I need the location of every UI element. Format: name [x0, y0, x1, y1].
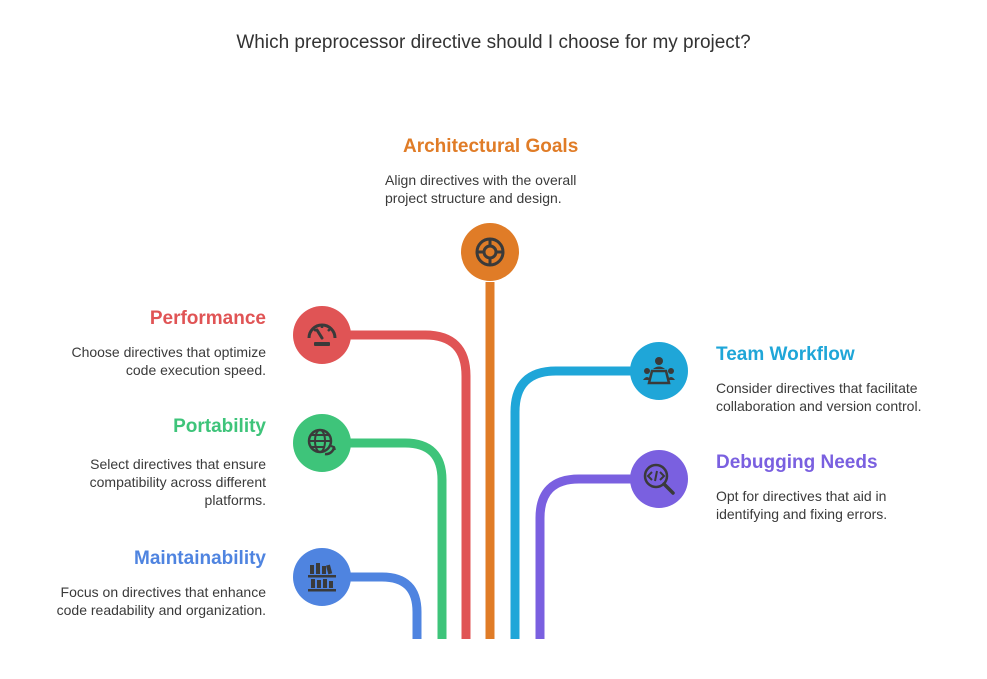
connector-team	[510, 366, 635, 639]
code-search-icon	[643, 463, 675, 495]
team-workflow-title: Team Workflow	[716, 344, 855, 365]
connector-portability	[350, 438, 447, 639]
team-workflow-desc: Consider directives that facilitate coll…	[716, 380, 922, 414]
speedometer-icon	[307, 323, 337, 346]
maintainability-node	[293, 548, 351, 606]
architectural-goals-title: Architectural Goals	[403, 136, 579, 157]
performance-node	[293, 306, 351, 364]
maintainability-title: Maintainability	[134, 548, 266, 569]
team-icon	[643, 357, 675, 385]
debugging-needs-title: Debugging Needs	[716, 452, 878, 473]
portability-node	[293, 414, 351, 472]
books-icon	[308, 563, 336, 592]
connector-maintainability	[350, 572, 422, 639]
debugging-needs-desc: Opt for directives that aid in identifyi…	[716, 488, 888, 522]
target-icon	[475, 237, 505, 267]
connector-performance	[350, 330, 471, 639]
portability-title: Portability	[173, 416, 266, 437]
page-title: Which preprocessor directive should I ch…	[236, 32, 751, 53]
globe-icon	[307, 428, 336, 456]
maintainability-desc: Focus on directives that enhance code re…	[56, 584, 266, 618]
team-workflow-node	[630, 342, 688, 400]
architectural-goals-desc: Align directives with the overall projec…	[385, 172, 577, 206]
connector-debugging	[535, 474, 635, 639]
architectural-goals-node	[461, 223, 519, 281]
debugging-needs-node	[630, 450, 688, 508]
performance-desc: Choose directives that optimize code exe…	[71, 344, 266, 378]
performance-title: Performance	[149, 308, 266, 329]
portability-desc: Select directives that ensure compatibil…	[89, 456, 266, 508]
